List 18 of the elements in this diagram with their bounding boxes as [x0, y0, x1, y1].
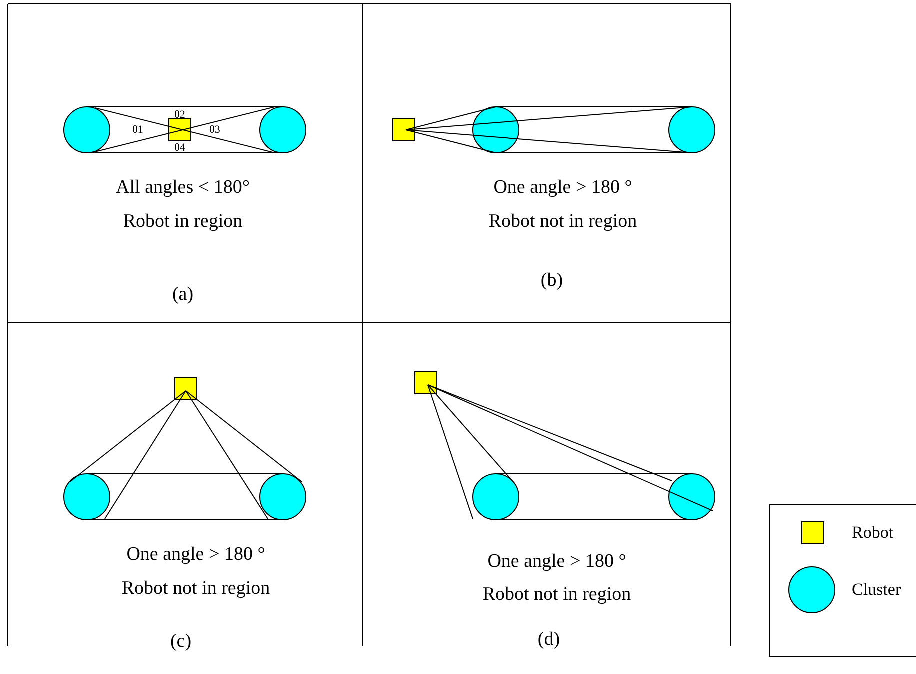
angle-label: θ4 — [174, 143, 186, 154]
angle-label: θ3 — [210, 125, 220, 136]
caption-text: Robot not in region — [482, 585, 632, 604]
caption-text: One angle > 180 ° — [494, 178, 632, 197]
panel-letter: (c) — [170, 632, 192, 651]
legend-label: Robot — [852, 524, 894, 541]
caption-text: All angles < 180° — [116, 178, 250, 197]
legend-label: Cluster — [852, 581, 902, 598]
caption-text: One angle > 180 ° — [126, 545, 266, 564]
angle-label: θ1 — [132, 125, 144, 136]
caption-text: One angle > 180 ° — [488, 552, 626, 571]
caption-text: Robot not in region — [488, 212, 638, 231]
panel-letter: (a) — [172, 285, 194, 304]
angle-label: θ2 — [174, 110, 186, 121]
panel-letter: (b) — [540, 271, 564, 290]
caption-text: Robot not in region — [122, 579, 270, 598]
caption-text: Robot in region — [123, 212, 243, 231]
panel-letter: (d) — [538, 630, 560, 649]
